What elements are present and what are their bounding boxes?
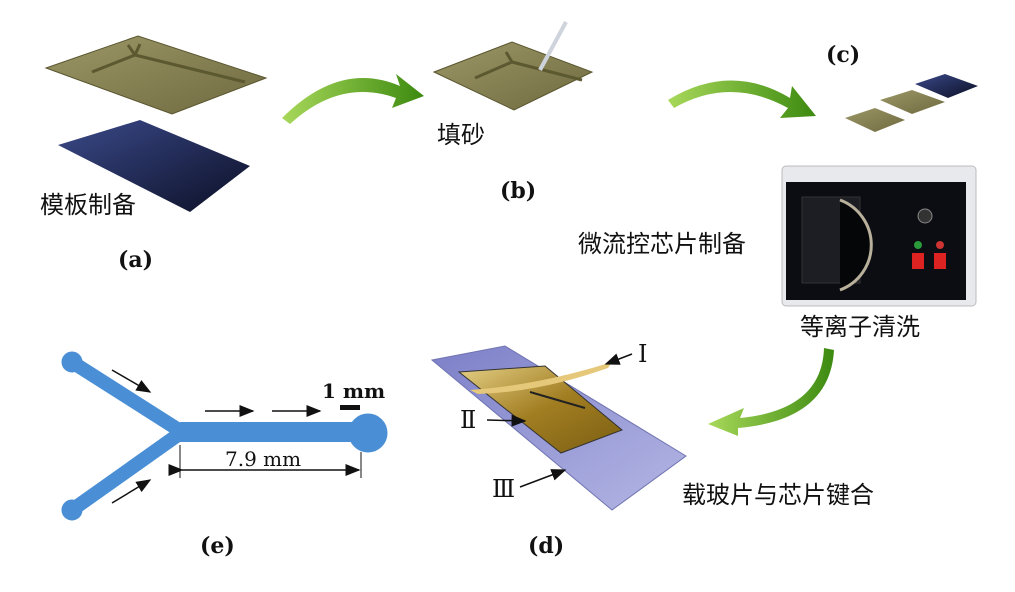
y-channel [61, 351, 388, 521]
scale-bar-label: 1 mm [322, 379, 385, 403]
glass-piece [915, 74, 978, 98]
chip-piece-1 [845, 108, 905, 132]
process-arrow-3 [708, 348, 834, 436]
marker-II: Ⅱ [460, 406, 476, 434]
template-plate-filled [432, 41, 594, 111]
panel-a: 模板制备 (a) [40, 35, 268, 273]
label-c: (c) [826, 42, 860, 68]
label-e: (e) [200, 533, 235, 559]
label-b: (b) [500, 178, 536, 204]
caption-bonding: 载玻片与芯片键合 [682, 481, 874, 509]
marker-I: Ⅰ [638, 340, 647, 368]
scale-bar [340, 405, 360, 410]
panel-b: 填砂 (b) [432, 21, 594, 204]
caption-chip-prep: 微流控芯片制备 [578, 230, 746, 258]
template-channel [91, 43, 246, 84]
panel-d: Ⅰ Ⅱ Ⅲ 载玻片与芯片键合 (d) [430, 340, 874, 559]
process-arrow-2 [668, 80, 816, 118]
flow-arrow [111, 369, 152, 393]
panel-e: 1 mm 7.9 mm (e) [61, 351, 388, 559]
label-d: (d) [528, 533, 564, 559]
caption-sand-filling: 填砂 [437, 121, 485, 149]
label-a: (a) [118, 247, 153, 273]
chip-piece-2 [880, 90, 945, 114]
process-arrow-1 [282, 74, 424, 124]
plasma-cleaner [781, 165, 977, 307]
glass-substrate [58, 120, 250, 212]
length-label: 7.9 mm [225, 447, 301, 471]
template-plate [44, 35, 268, 115]
marker-III: Ⅲ [492, 475, 515, 503]
peeling-layer [470, 362, 612, 394]
flow-arrow [111, 479, 152, 504]
panel-c: (c) 微流控芯片制备 等离子清洗 [578, 42, 978, 341]
caption-plasma-cleaning: 等离子清洗 [800, 313, 920, 341]
channel [529, 391, 586, 409]
marker-arrow-2 [486, 414, 527, 427]
marker-arrow-1 [604, 353, 633, 365]
marker-arrow-3 [519, 469, 567, 488]
channel [474, 51, 583, 82]
caption-template-prep: 模板制备 [40, 191, 136, 219]
sand-filling-needle-icon [538, 21, 568, 71]
